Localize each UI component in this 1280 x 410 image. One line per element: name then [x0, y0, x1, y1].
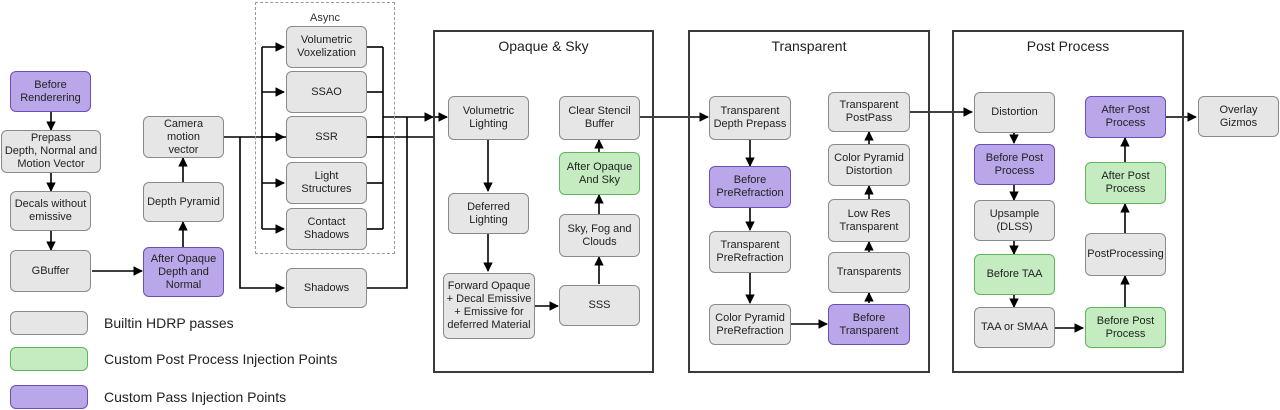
legend-post-process-label: Custom Post Process Injection Points — [104, 351, 338, 367]
legend-post-process-swatch — [10, 347, 88, 371]
transparent-depth-prepass-node: Transparent Depth Prepass — [709, 96, 791, 140]
upsample-dlss-node: Upsample (DLSS) — [974, 200, 1055, 241]
async-group: Async — [255, 2, 395, 254]
clear-stencil-node: Clear Stencil Buffer — [559, 96, 640, 140]
async-group-title: Async — [310, 12, 340, 24]
depth-pyramid-node: Depth Pyramid — [143, 182, 224, 222]
opaque-sky-group: Opaque & Sky — [433, 30, 654, 373]
transparent-postpass-node: Transparent PostPass — [828, 92, 910, 132]
legend-custom-pass: Custom Pass Injection Points — [10, 385, 286, 409]
opaque-sky-title: Opaque & Sky — [498, 38, 589, 54]
overlay-gizmos-node: Overlay Gizmos — [1198, 96, 1279, 137]
after-post-process-node: After Post Process — [1085, 162, 1166, 204]
transparent-title: Transparent — [771, 38, 847, 54]
post-process-title: Post Process — [1026, 38, 1110, 54]
before-post-process-2-node: Before Post Process — [1085, 307, 1166, 348]
legend-post-process: Custom Post Process Injection Points — [10, 347, 337, 371]
prepass-node: Prepass Depth, Normal and Motion Vector — [1, 130, 101, 173]
post-process-group: Post Process — [952, 30, 1184, 373]
legend-builtin-label: Builtin HDRP passes — [104, 315, 234, 331]
after-opaque-sky-node: After Opaque And Sky — [559, 152, 640, 195]
before-transparent-node: Before Transparent — [828, 304, 910, 345]
after-opaque-depth-normal-node: After Opaque Depth and Normal — [143, 247, 224, 297]
shadows-node: Shadows — [286, 268, 367, 308]
ssr-node: SSR — [286, 116, 367, 158]
color-pyramid-prerefraction-node: Color Pyramid PreRefraction — [709, 304, 791, 345]
deferred-lighting-node: Deferred Lighting — [448, 193, 529, 234]
before-prerefraction-node: Before PreRefraction — [709, 166, 791, 208]
transparents-node: Transparents — [828, 252, 910, 293]
contact-shadows-node: Contact Shadows — [286, 208, 367, 250]
low-res-transparent-node: Low Res Transparent — [828, 199, 910, 242]
decals-node: Decals without emissive — [10, 191, 91, 231]
transparent-prerefraction-node: Transparent PreRefraction — [709, 231, 791, 273]
volumetric-lighting-node: Volumetric Lighting — [448, 96, 529, 140]
legend-custom-pass-label: Custom Pass Injection Points — [104, 389, 287, 405]
before-post-process-node: Before Post Process — [974, 144, 1055, 185]
legend-builtin-swatch — [10, 311, 88, 335]
transparent-group: Transparent — [688, 30, 930, 373]
color-pyramid-distortion-node: Color Pyramid Distortion — [828, 144, 910, 186]
before-taa-node: Before TAA — [974, 254, 1055, 295]
volumetric-voxelization-node: Volumetric Voxelization — [286, 26, 367, 68]
legend-custom-pass-swatch — [10, 385, 88, 409]
sky-fog-clouds-node: Sky, Fog and Clouds — [559, 214, 640, 257]
ssao-node: SSAO — [286, 71, 367, 113]
after-post-process-top-node: After Post Process — [1085, 96, 1166, 138]
line-branch-to-shadows — [239, 137, 285, 293]
postprocessing-node: PostProcessing — [1085, 233, 1166, 276]
distortion-node: Distortion — [974, 92, 1055, 133]
forward-opaque-node: Forward Opaque + Decal Emissive + Emissi… — [443, 273, 535, 339]
gbuffer-node: GBuffer — [10, 250, 91, 292]
light-structures-node: Light Structures — [286, 162, 367, 204]
camera-motion-vector-node: Camera motion vector — [143, 116, 224, 158]
taa-smaa-node: TAA or SMAA — [974, 307, 1055, 348]
sss-node: SSS — [559, 285, 640, 326]
legend-builtin: Builtin HDRP passes — [10, 311, 234, 335]
before-rendering-node: Before Renderering — [10, 71, 91, 112]
line-shadows-out — [367, 117, 408, 289]
